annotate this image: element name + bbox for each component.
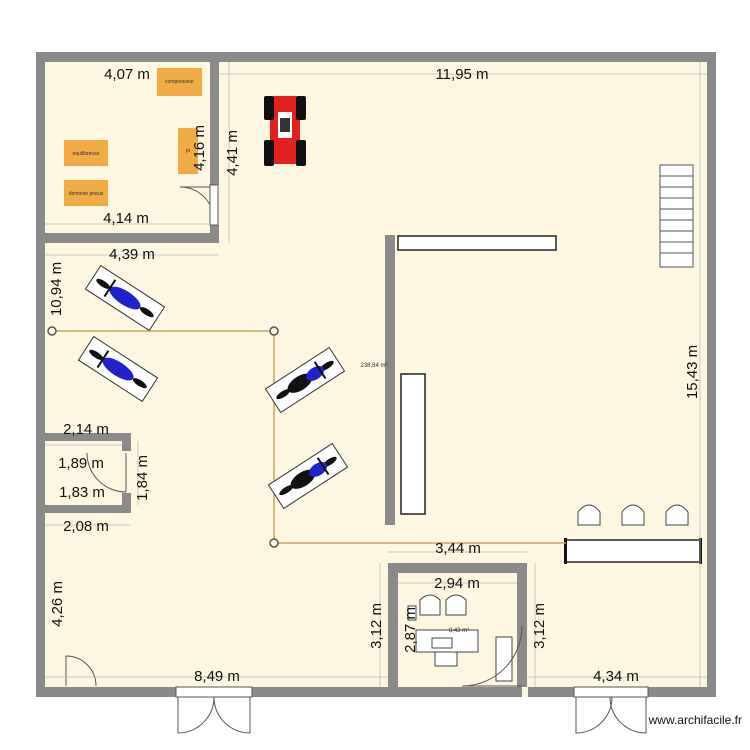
partition-wall <box>385 235 395 525</box>
svg-text:pi: pi <box>186 148 190 154</box>
dim-label: 10,94 m <box>48 262 65 316</box>
door-secondary-double <box>573 686 649 734</box>
office-walls <box>388 563 527 687</box>
dim-label: 2,08 m <box>63 518 109 535</box>
equipment-small: pi <box>178 128 198 174</box>
equipment-demonte-pneus: demonte pneus <box>64 180 108 206</box>
dim-label: 4,39 m <box>109 246 155 263</box>
exterior-walls <box>36 52 716 697</box>
counter-right <box>565 539 701 563</box>
dim-label: 3,12 m <box>368 603 385 649</box>
dim-label: 3,44 m <box>435 540 481 557</box>
dim-label: 4,34 m <box>593 668 639 685</box>
svg-text:demonte pneus: demonte pneus <box>69 191 104 197</box>
dimension-guides <box>45 62 707 687</box>
door-workshop <box>179 184 219 226</box>
closet-walls <box>36 433 131 513</box>
counter-top <box>397 235 557 251</box>
door-closet <box>86 452 127 493</box>
dim-label: 4,16 m <box>191 125 208 171</box>
area-main: 238,84 m² <box>360 363 387 369</box>
dim-label: 15,43 m <box>684 345 701 399</box>
dim-label: 8,49 m <box>194 668 240 685</box>
area-office: 8,43 m² <box>449 628 469 634</box>
dim-label: 4,07 m <box>104 66 150 83</box>
door-main-double <box>175 686 253 734</box>
watermark: www.archifacile.fr <box>648 713 742 727</box>
dim-label: 2,94 m <box>434 575 480 592</box>
dim-label: 11,95 m <box>435 66 488 83</box>
equipment-equilibreuse: equilibreuse <box>64 140 108 166</box>
equipment-compresseur: compresseur <box>157 68 202 96</box>
dim-label: 1,84 m <box>134 455 151 501</box>
staircase <box>659 164 694 268</box>
door-rear <box>65 655 97 687</box>
door-office <box>461 625 523 687</box>
office-furniture <box>407 594 513 682</box>
quad-vehicle <box>264 96 306 166</box>
svg-text:equilibreuse: equilibreuse <box>73 151 100 157</box>
dim-label: 1,83 m <box>59 484 105 501</box>
svg-text:compresseur: compresseur <box>165 79 194 85</box>
motorcycle-1 <box>84 264 166 332</box>
counter-vertical <box>400 373 426 515</box>
dim-label: 1,89 m <box>58 455 104 472</box>
dim-label: 4,41 m <box>224 130 241 176</box>
motorcycle-3 <box>264 346 346 414</box>
motorcycle-2 <box>77 335 159 403</box>
chairs-waiting <box>577 504 689 526</box>
workshop-room-walls <box>36 52 219 243</box>
dim-label: 3,12 m <box>531 603 548 649</box>
dim-label: 2,87 m <box>402 607 419 653</box>
dim-label: 2,14 m <box>63 421 109 438</box>
dim-label: 4,14 m <box>103 210 149 227</box>
motorcycle-4 <box>267 442 349 510</box>
dim-label: 4,26 m <box>49 581 66 627</box>
air-line <box>47 326 566 548</box>
